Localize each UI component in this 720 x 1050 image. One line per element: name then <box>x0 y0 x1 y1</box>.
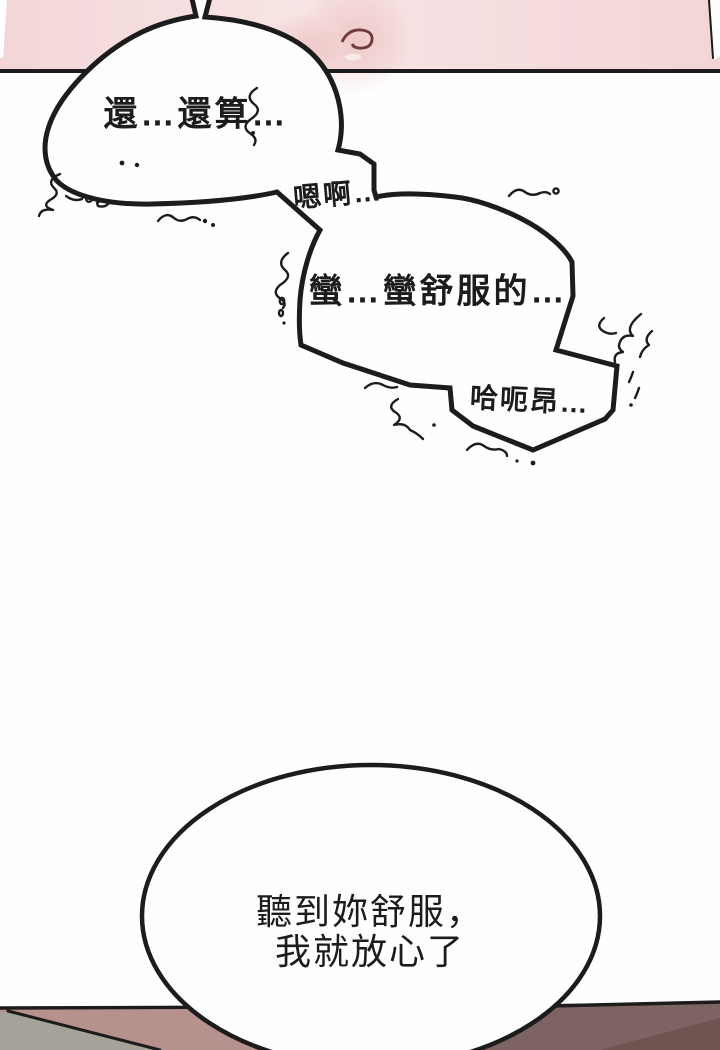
panel-left-gap <box>0 0 7 58</box>
speech-bubble-bottom <box>139 762 603 1050</box>
sfx-text-2: 哈呃昂… <box>469 381 591 420</box>
panel-right-gap <box>710 0 720 60</box>
ink-dot <box>119 160 125 166</box>
ink-dot <box>134 162 140 168</box>
floor-right-shadow <box>600 1018 720 1050</box>
speech-bubble-chain <box>42 0 620 453</box>
bubble1-text: 還…還算… <box>103 95 289 134</box>
shiver-mark-tail-right <box>244 86 259 147</box>
sweat-squiggle-left <box>37 172 111 218</box>
bubble3-text: 聽到妳舒服， 我就放心了 <box>160 892 580 972</box>
shiver-mark-left-of-bubble2 <box>274 251 290 325</box>
bubble3-line1: 聽到妳舒服， <box>255 891 484 932</box>
bubble3-line2: 我就放心了 <box>274 931 465 972</box>
sweat-squiggle-under-bubble1 <box>156 213 215 227</box>
skin-panel-artwork <box>0 0 720 96</box>
sweat-squiggle-below-bubble2-left <box>363 381 436 441</box>
sfx-text-1: 嗯啊… <box>291 175 385 214</box>
floor-diagonal-line <box>6 1009 162 1050</box>
bubble2-text: 蠻…蠻舒服的… <box>308 272 568 311</box>
panel-right-edge-line <box>708 0 714 59</box>
sweat-squiggle-right-of-bubble1 <box>507 187 560 198</box>
squiggle-burst-right-of-bubble2 <box>598 312 654 407</box>
sweat-squiggle-below-bubble2-right <box>465 442 536 466</box>
navel-icon <box>340 28 374 61</box>
